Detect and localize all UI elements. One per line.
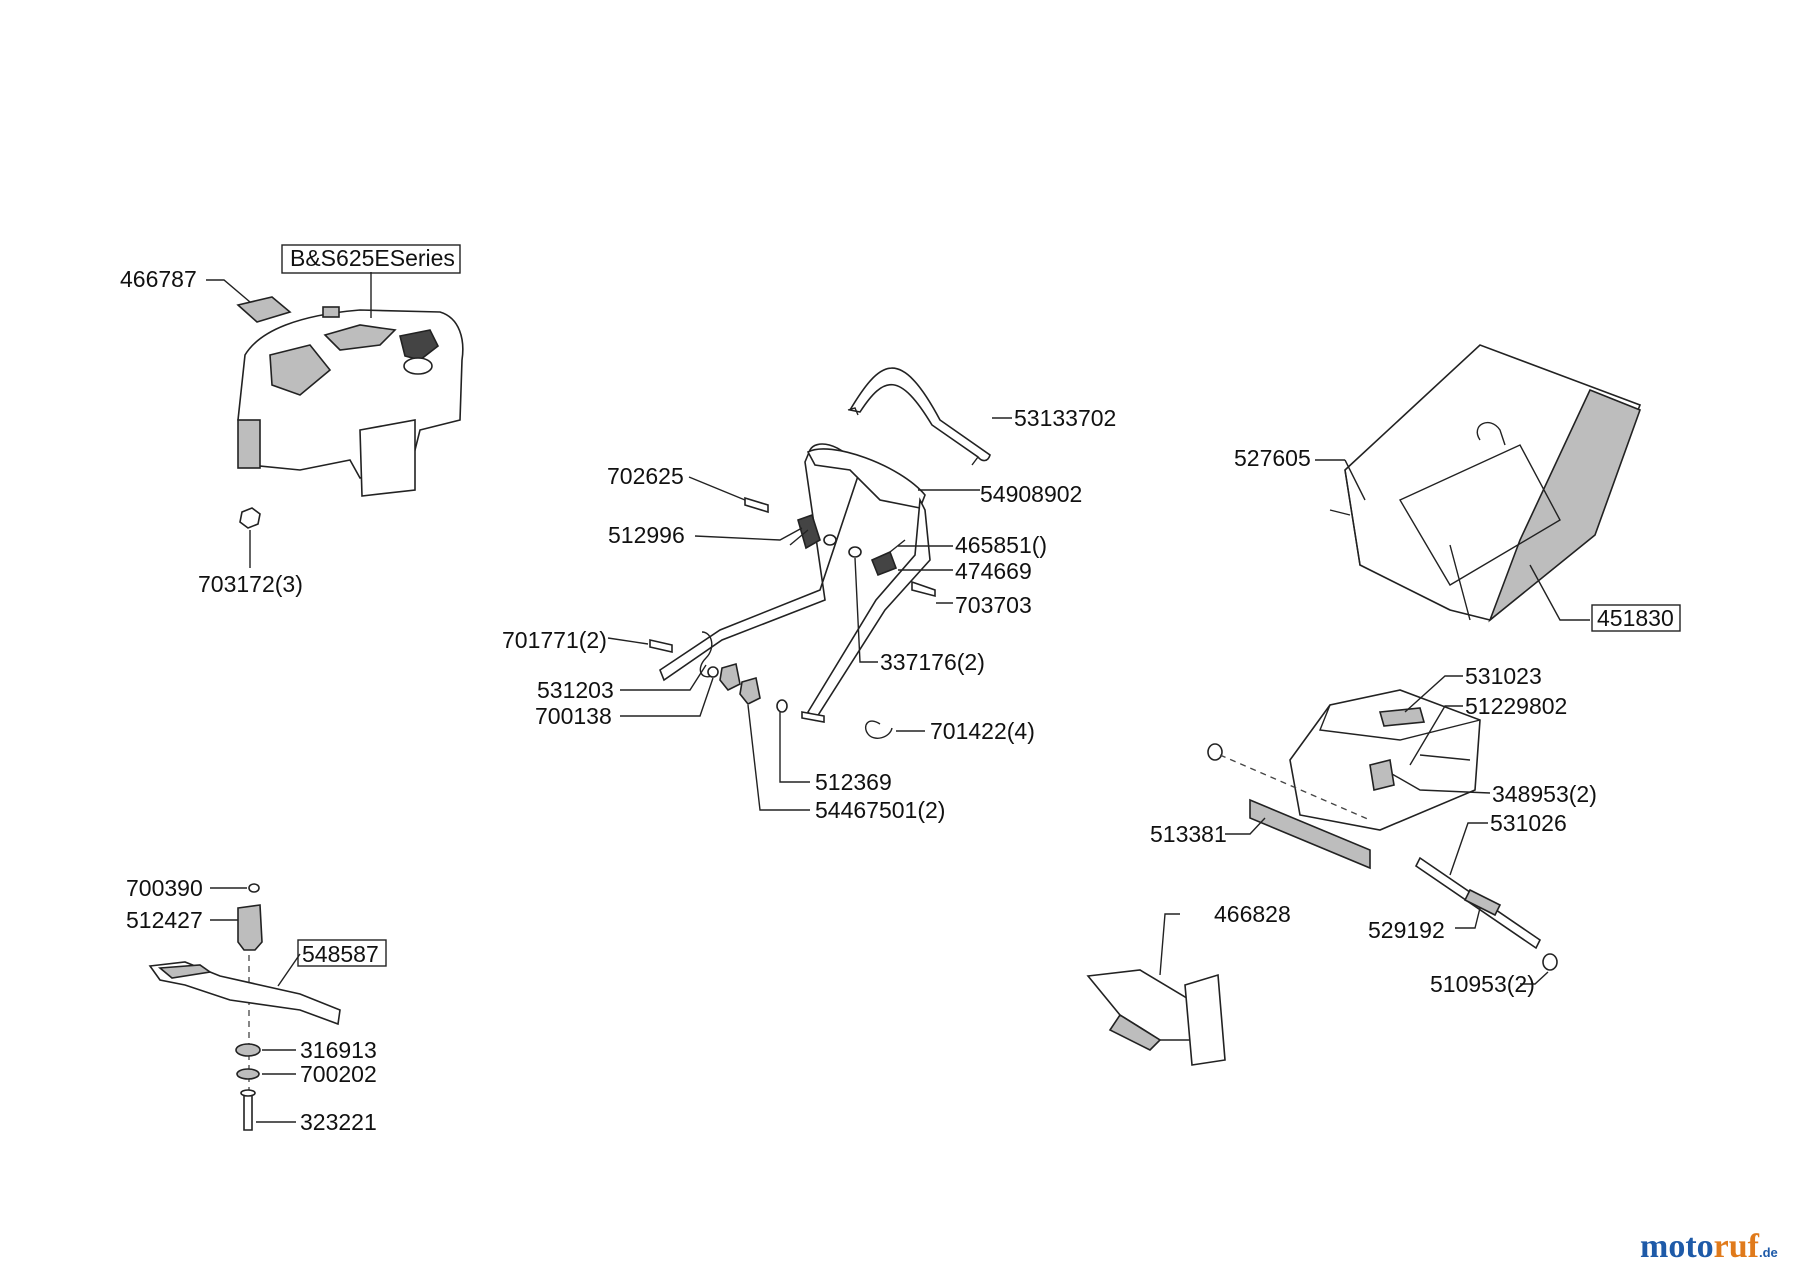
- label-466828: 466828: [1214, 901, 1291, 927]
- part-531203-drawing: [699, 631, 713, 678]
- label-703703: 703703: [955, 592, 1032, 618]
- part-348953-drawing: [1369, 759, 1395, 791]
- engine-assembly: [206, 244, 464, 568]
- blade-label-box: [297, 939, 387, 967]
- bolt-head-drawing: [240, 1089, 256, 1097]
- handle-frame-left-drawing: [659, 443, 861, 682]
- engine-tab-drawing: [322, 306, 340, 318]
- part-531023-drawing: [1378, 707, 1426, 727]
- engine-label-box: [281, 244, 461, 274]
- label-54467501: 54467501(2): [815, 797, 945, 823]
- part-466787-drawing: [236, 296, 292, 323]
- part-700202-drawing: [236, 1068, 260, 1080]
- chute-frame-drawing: [1184, 973, 1226, 1066]
- part-512369-drawing: [776, 699, 788, 713]
- part-512996-drawing: [797, 513, 821, 550]
- chute-lip-drawing: [1108, 1013, 1162, 1051]
- label-700202: 700202: [300, 1061, 377, 1087]
- label-531203: 531203: [537, 677, 614, 703]
- part-529192-drawing: [1463, 888, 1502, 917]
- label-53133702: 53133702: [1014, 405, 1116, 431]
- part-513381-drawing: [1249, 798, 1371, 870]
- part-316913-drawing: [235, 1043, 261, 1057]
- label-531026: 531026: [1490, 810, 1567, 836]
- label-701771: 701771(2): [502, 627, 607, 653]
- part-700138-drawing: [707, 666, 719, 678]
- handle-top-bar-drawing: [806, 448, 926, 509]
- part-703703-drawing: [911, 580, 936, 598]
- label-51229802: 51229802: [1465, 693, 1567, 719]
- logo-text-part2: ruf: [1713, 1228, 1759, 1265]
- label-337176: 337176(2): [880, 649, 985, 675]
- label-348953: 348953(2): [1492, 781, 1597, 807]
- part-701422-drawing: [864, 720, 893, 739]
- part-337176-drawing: [848, 546, 862, 558]
- label-700390: 700390: [126, 875, 203, 901]
- nut-left-drawing: [1207, 743, 1223, 761]
- deck-flap-assembly: [1086, 675, 1558, 1066]
- label-512369: 512369: [815, 769, 892, 795]
- label-323221: 323221: [300, 1109, 377, 1135]
- label-702625: 702625: [607, 463, 684, 489]
- blade-edge-drawing: [157, 964, 213, 979]
- oil-cap-drawing: [399, 329, 440, 361]
- label-465851: 465851(): [955, 532, 1047, 558]
- oil-filler-drawing: [403, 357, 433, 375]
- label-701422: 701422(4): [930, 718, 1035, 744]
- label-513381: 513381: [1150, 821, 1227, 847]
- part-701771-drawing: [649, 638, 673, 654]
- grass-bag-assembly: [1315, 344, 1681, 632]
- label-512427: 512427: [126, 907, 203, 933]
- part-54467501-drawing: [739, 676, 761, 706]
- clamp-left-drawing: [719, 662, 741, 692]
- label-510953: 510953(2): [1430, 971, 1535, 997]
- rear-flap-drawing: [1289, 689, 1481, 831]
- part-512427-drawing: [237, 904, 263, 951]
- label-700138: 700138: [535, 703, 612, 729]
- logo-text-part1: moto: [1640, 1228, 1714, 1265]
- handle-assembly: [607, 367, 1012, 811]
- part-474669-drawing: [870, 550, 898, 577]
- part-53133702-drawing: [848, 367, 991, 462]
- part-323221-drawing: [243, 1093, 253, 1131]
- logo-domain-suffix: .de: [1758, 1245, 1778, 1260]
- part-702625-drawing: [744, 496, 769, 514]
- label-527605: 527605: [1234, 445, 1311, 471]
- part-703172-drawing: [239, 507, 261, 529]
- label-466787: 466787: [120, 266, 197, 292]
- engine-top-grille-drawing: [323, 324, 397, 351]
- blade-assembly: [148, 883, 387, 1131]
- label-474669: 474669: [955, 558, 1032, 584]
- part-700390-drawing: [248, 883, 260, 893]
- part-451830-drawing: [1488, 388, 1642, 623]
- bolt-drawing: [801, 711, 825, 723]
- label-engine-series: B&S625ESeries: [290, 245, 455, 271]
- grass-bag-label-box: [1591, 604, 1681, 632]
- label-316913: 316913: [300, 1037, 377, 1063]
- engine-shroud-vent-drawing: [269, 344, 332, 396]
- label-54908902: 54908902: [980, 481, 1082, 507]
- label-548587: 548587: [302, 941, 379, 967]
- label-703172: 703172(3): [198, 571, 303, 597]
- label-451830: 451830: [1597, 605, 1674, 631]
- part-number-labels: B&S625ESeries 466787 703172(3) 53133702 …: [120, 245, 1674, 1135]
- part-510953-drawing: [1542, 953, 1558, 971]
- engine-fins-drawing: [237, 419, 261, 469]
- label-512996: 512996: [608, 522, 685, 548]
- engine-side-plate-drawing: [359, 419, 416, 497]
- motoruf-logo: motoruf.de: [1640, 1228, 1778, 1266]
- label-531023: 531023: [1465, 663, 1542, 689]
- washer-drawing: [823, 534, 837, 546]
- label-529192: 529192: [1368, 917, 1445, 943]
